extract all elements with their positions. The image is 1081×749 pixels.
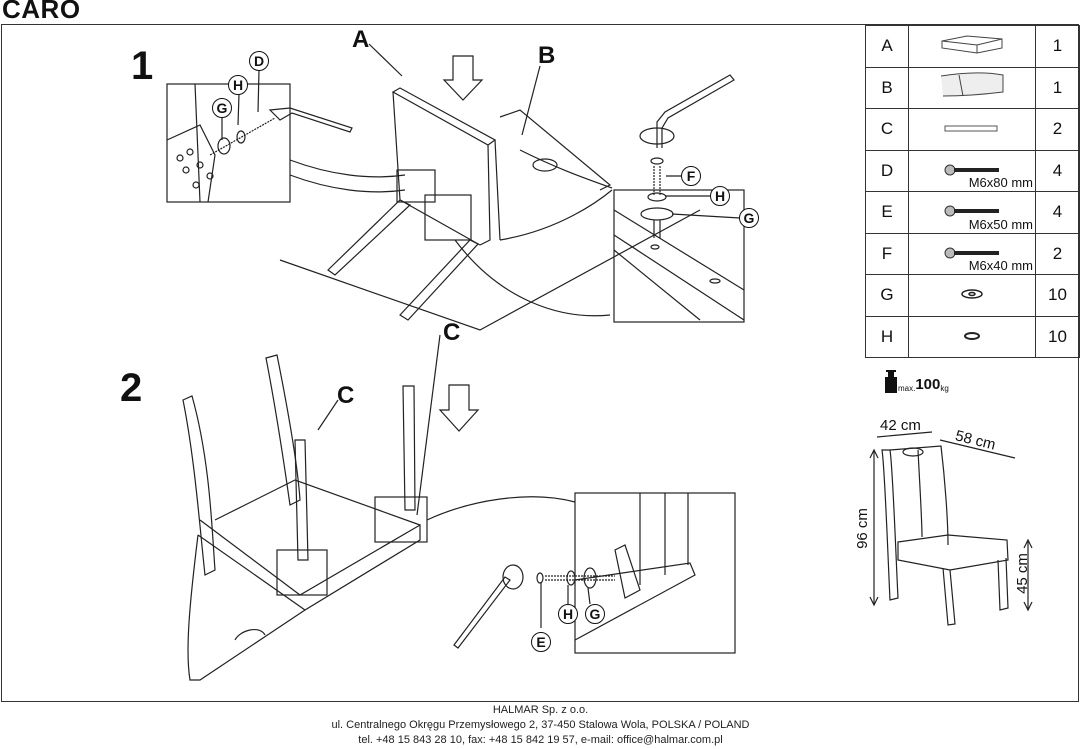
part-quantity: 1: [1035, 66, 1080, 109]
part-size: M6x80 mm: [968, 175, 1033, 190]
part-size: M6x50 mm: [968, 216, 1033, 232]
part-quantity: 4: [1035, 149, 1080, 192]
part-picture: M6x40 mm: [908, 232, 1036, 275]
dimension-chair-drawing: [869, 431, 1033, 626]
down-arrow-icon: [442, 55, 484, 101]
callout-g: G: [212, 98, 232, 118]
max-load-unit: kg: [940, 384, 949, 393]
part-label-a: A: [352, 26, 370, 53]
footer-address: ul. Centralnego Okręgu Przemysłowego 2, …: [331, 719, 750, 731]
part-letter: B: [865, 66, 909, 109]
part-quantity: 10: [1035, 274, 1080, 317]
parts-table-row: H 10: [865, 315, 1080, 358]
part-letter: H: [865, 315, 909, 358]
callout-h-step2: H: [558, 604, 578, 624]
callout-h: H: [228, 75, 248, 95]
part-letter: D: [865, 149, 909, 192]
callout-f: F: [681, 166, 701, 186]
part-size: M6x40 mm: [968, 258, 1033, 273]
part-letter: C: [865, 108, 909, 151]
max-load-value: 100: [915, 376, 941, 393]
part-quantity: 10: [1035, 315, 1080, 358]
part-picture: [908, 315, 1036, 358]
callout-g-step2: G: [585, 604, 605, 624]
part-label-c-1: C: [443, 319, 461, 346]
step1-chair-drawing: [279, 87, 701, 331]
part-quantity: 4: [1035, 191, 1080, 234]
bolt-icon: [942, 202, 1002, 221]
document-title: CARO: [2, 0, 81, 24]
step-number-1: 1: [131, 44, 154, 88]
step1-right-inset: [613, 74, 745, 323]
part-letter: G: [865, 274, 909, 317]
max-load-prefix: max.: [898, 384, 916, 393]
seat-cushion-icon: [937, 35, 1007, 59]
step-number-2: 2: [120, 366, 143, 410]
part-picture: [908, 25, 1036, 68]
part-picture: [908, 66, 1036, 109]
part-picture: M6x80 mm: [908, 149, 1036, 192]
part-quantity: 2: [1035, 108, 1080, 151]
spring-washer-icon: [962, 327, 982, 346]
callout-g-step1-right: G: [739, 208, 759, 228]
bolt-icon: [942, 161, 1002, 180]
part-picture: M6x50 mm: [908, 191, 1036, 234]
part-letter: E: [865, 191, 909, 234]
footer: HALMAR Sp. z o.o. ul. Centralnego Okręgu…: [0, 703, 1081, 748]
dimension-seat-height: 45 cm: [1013, 553, 1031, 594]
part-label-b: B: [538, 42, 556, 69]
part-picture: [908, 274, 1036, 317]
weight-icon: [885, 370, 897, 393]
part-letter: F: [865, 232, 909, 275]
step2-chair-drawing: [182, 334, 576, 681]
dimension-width: 42 cm: [880, 417, 921, 434]
footer-company: HALMAR Sp. z o.o.: [492, 704, 589, 716]
part-quantity: 2: [1035, 232, 1080, 275]
part-picture: [908, 108, 1036, 151]
step1-detail-inset: [166, 83, 406, 203]
callout-e-step2: E: [531, 632, 551, 652]
backrest-frame-icon: [937, 72, 1007, 104]
dimension-height: 96 cm: [853, 508, 871, 549]
part-quantity: 1: [1035, 25, 1080, 68]
down-arrow-icon-step2: [438, 384, 480, 432]
flat-washer-icon: [960, 285, 984, 304]
part-label-c-2: C: [337, 382, 355, 409]
max-load: max. 100 kg: [884, 369, 949, 393]
footer-contact: tel. +48 15 843 28 10, fax: +48 15 842 1…: [358, 734, 723, 746]
parts-table-row: G 10: [865, 274, 1080, 317]
bolt-icon: [942, 244, 1002, 263]
instruction-frame: [1, 24, 1079, 702]
step2-right-inset: [453, 492, 736, 654]
leg-icon: [942, 119, 1002, 138]
callout-h-step1-right: H: [710, 186, 730, 206]
part-letter: A: [865, 25, 909, 68]
callout-d: D: [249, 51, 269, 71]
